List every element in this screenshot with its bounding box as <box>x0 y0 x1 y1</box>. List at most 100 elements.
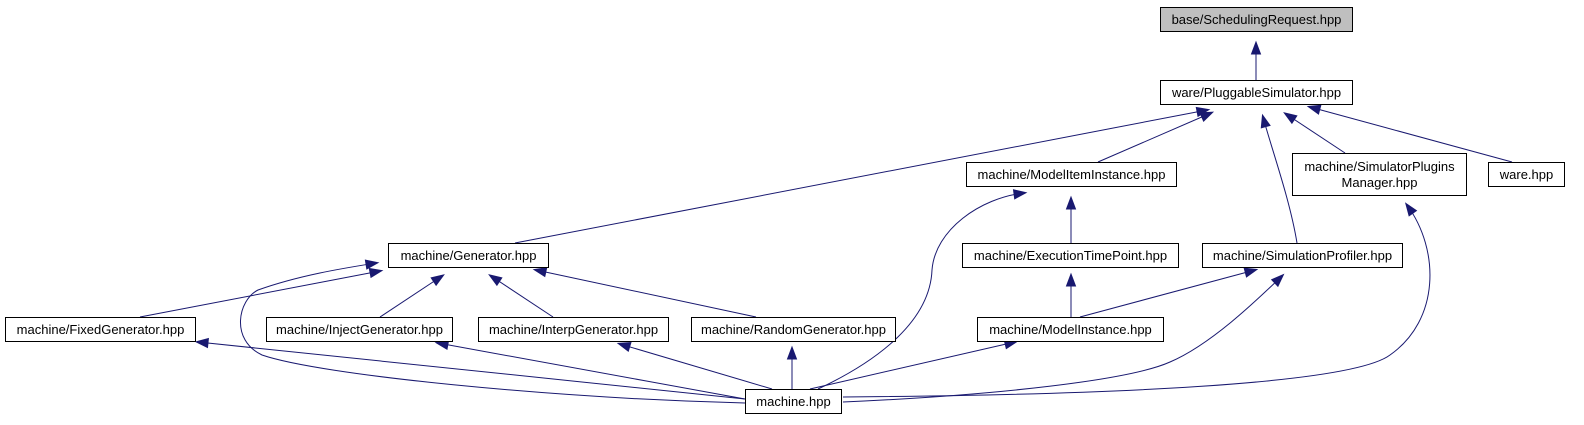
arrowhead-icon <box>1012 189 1028 200</box>
node-model-instance[interactable]: machine/ModelInstance.hpp <box>977 317 1164 342</box>
node-label: base/SchedulingRequest.hpp <box>1172 12 1342 27</box>
edge-interp-generator-to-generator <box>488 274 554 318</box>
edge-line <box>139 270 381 318</box>
edge-pluggable-simulator-to-scheduling-request <box>1250 40 1262 80</box>
node-generator[interactable]: machine/Generator.hpp <box>388 243 549 268</box>
node-box <box>1488 162 1565 187</box>
edge-line <box>842 275 1283 403</box>
node-label: machine/ModelItemInstance.hpp <box>978 167 1166 182</box>
edge-fixed-generator-to-generator <box>139 267 384 318</box>
arrowhead-icon <box>1065 272 1077 287</box>
arrowhead-icon <box>194 337 209 349</box>
edge-line <box>1285 113 1346 154</box>
edge-line <box>809 341 1016 390</box>
arrowhead-icon <box>1283 112 1298 125</box>
edge-execution-time-point-to-model-item-instance <box>1065 195 1077 243</box>
node-box <box>977 317 1164 342</box>
node-execution-time-point[interactable]: machine/ExecutionTimePoint.hpp <box>962 243 1179 268</box>
arrowhead-icon <box>364 259 380 270</box>
edge-machine-to-inject-generator <box>434 339 746 400</box>
node-label: ware.hpp <box>1499 167 1553 182</box>
edge-line <box>817 192 1025 390</box>
node-box <box>388 243 549 268</box>
node-machine[interactable]: machine.hpp <box>745 389 842 414</box>
arrowhead-icon <box>1250 40 1262 55</box>
node-box <box>691 317 896 342</box>
edge-line <box>240 262 746 404</box>
node-box <box>962 243 1179 268</box>
arrowhead-icon <box>1065 195 1077 210</box>
edge-machine-to-random-generator <box>786 345 798 389</box>
node-box <box>1292 153 1467 196</box>
node-fixed-generator[interactable]: machine/FixedGenerator.hpp <box>5 317 196 342</box>
node-label: machine.hpp <box>756 394 830 409</box>
node-interp-generator[interactable]: machine/InterpGenerator.hpp <box>478 317 669 342</box>
node-label: Manager.hpp <box>1342 175 1418 190</box>
edge-line <box>514 109 1208 244</box>
arrowhead-icon <box>488 274 503 287</box>
edge-simulator-plugins-manager-to-pluggable-simulator <box>1283 112 1346 154</box>
arrowhead-icon <box>1195 106 1211 118</box>
arrowhead-icon <box>430 274 445 287</box>
edge-machine-to-model-instance <box>809 339 1019 390</box>
edge-line <box>490 275 554 318</box>
edge-random-generator-to-generator <box>532 267 757 318</box>
node-box <box>5 317 196 342</box>
node-label: machine/SimulationProfiler.hpp <box>1213 248 1392 263</box>
node-label: machine/ExecutionTimePoint.hpp <box>974 248 1167 263</box>
node-layer: base/SchedulingRequest.hpp ware/Pluggable… <box>5 7 1565 414</box>
edge-line <box>619 343 773 390</box>
node-box <box>266 317 453 342</box>
node-label: machine/RandomGenerator.hpp <box>701 322 886 337</box>
node-label: machine/Generator.hpp <box>401 248 537 263</box>
edge-line <box>437 342 746 400</box>
edge-simulation-profiler-to-pluggable-simulator <box>1260 113 1298 244</box>
node-label: machine/InterpGenerator.hpp <box>489 322 658 337</box>
node-label: ware/PluggableSimulator.hpp <box>1171 85 1341 100</box>
node-box <box>745 389 842 414</box>
node-pluggable-simulator[interactable]: ware/PluggableSimulator.hpp <box>1160 80 1353 105</box>
node-scheduling-request: base/SchedulingRequest.hpp <box>1160 7 1353 32</box>
edge-layer <box>139 40 1513 404</box>
edge-line <box>1079 269 1256 318</box>
edge-line <box>1262 116 1298 244</box>
arrowhead-icon <box>1260 113 1271 129</box>
arrowhead-icon <box>368 267 384 279</box>
arrowhead-icon <box>786 345 798 360</box>
edge-machine-to-model-item-instance <box>817 189 1028 390</box>
node-label: machine/FixedGenerator.hpp <box>17 322 185 337</box>
edge-machine-to-fixed-generator <box>194 337 746 400</box>
edge-ware-to-pluggable-simulator <box>1306 104 1513 163</box>
edge-model-instance-to-simulation-profiler <box>1079 267 1259 318</box>
edge-machine-to-interp-generator <box>616 341 773 390</box>
node-box <box>478 317 669 342</box>
node-box <box>1160 80 1353 105</box>
node-box <box>1202 243 1403 268</box>
node-label: machine/ModelInstance.hpp <box>989 322 1152 337</box>
node-random-generator[interactable]: machine/RandomGenerator.hpp <box>691 317 896 342</box>
edge-machine-to-generator <box>240 259 746 404</box>
edge-line <box>1097 112 1212 163</box>
node-label: machine/SimulatorPlugins <box>1304 159 1455 174</box>
arrowhead-icon <box>1199 111 1215 122</box>
node-inject-generator[interactable]: machine/InjectGenerator.hpp <box>266 317 453 342</box>
node-box <box>966 162 1177 187</box>
edge-model-instance-to-execution-time-point <box>1065 272 1077 317</box>
edge-generator-to-pluggable-simulator <box>514 106 1211 244</box>
node-label: machine/InjectGenerator.hpp <box>276 322 443 337</box>
edge-inject-generator-to-generator <box>379 274 445 318</box>
edge-line <box>379 275 443 318</box>
edge-line <box>842 204 1431 398</box>
node-box <box>1160 7 1353 32</box>
edge-line <box>1309 106 1513 163</box>
arrowhead-icon <box>532 267 548 278</box>
node-model-item-instance[interactable]: machine/ModelItemInstance.hpp <box>966 162 1177 187</box>
arrowhead-icon <box>1306 104 1322 115</box>
node-ware[interactable]: ware.hpp <box>1488 162 1565 187</box>
edge-line <box>535 269 757 318</box>
node-simulation-profiler[interactable]: machine/SimulationProfiler.hpp <box>1202 243 1403 268</box>
arrowhead-icon <box>616 341 632 353</box>
edge-machine-to-simulator-plugins-manager <box>842 202 1431 398</box>
